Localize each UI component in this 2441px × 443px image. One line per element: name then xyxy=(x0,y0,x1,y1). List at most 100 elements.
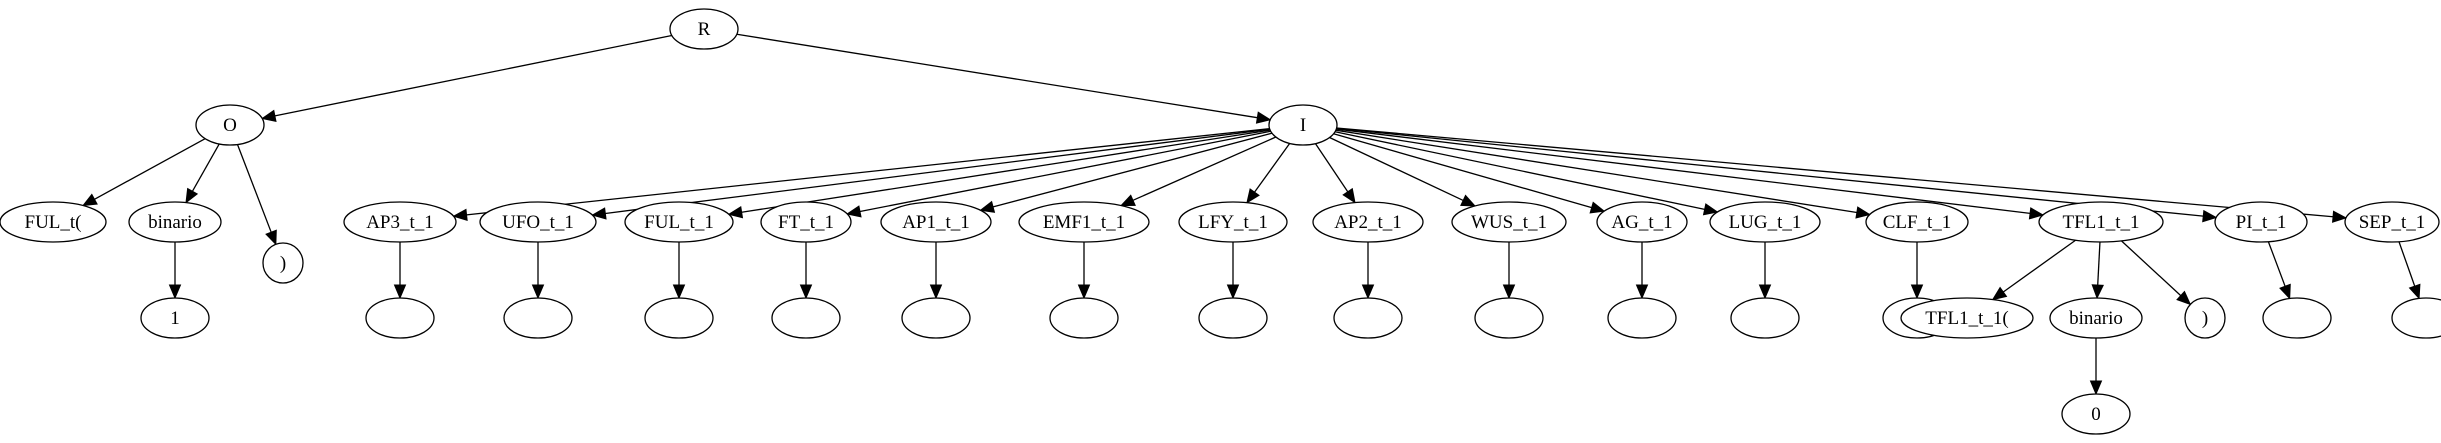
node-ellipse xyxy=(1018,201,1150,243)
tree-node-ft_c xyxy=(771,297,841,339)
edge-line xyxy=(191,143,220,192)
tree-node-O: O xyxy=(195,104,265,146)
edge-tfl1_bin-to-tfl1_zero xyxy=(2089,338,2103,396)
node-ellipse xyxy=(2391,297,2441,339)
arrowhead-icon xyxy=(1855,206,1871,219)
node-label: LFY_t_1 xyxy=(1198,212,1268,233)
node-label: SEP_t_1 xyxy=(2359,212,2426,233)
edge-tfl1-to-tfl1_bin xyxy=(2091,241,2104,300)
node-ellipse xyxy=(2262,297,2332,339)
edge-line xyxy=(992,132,1273,208)
node-label: 1 xyxy=(170,308,180,329)
edge-I-to-tfl1 xyxy=(1336,128,2045,220)
node-ellipse xyxy=(760,201,852,243)
edge-lug-to-lug_c xyxy=(1758,242,1772,300)
edge-line xyxy=(1335,129,1857,214)
edge-line xyxy=(2121,240,2182,297)
arrowhead-icon xyxy=(2028,207,2045,220)
arrowhead-icon xyxy=(260,109,277,122)
node-ellipse xyxy=(2049,297,2143,339)
edge-I-to-ap3 xyxy=(452,127,1270,222)
edge-line xyxy=(1132,136,1277,201)
arrowhead-icon xyxy=(799,284,813,300)
edge-line xyxy=(2097,241,2101,286)
arrowhead-icon xyxy=(2331,210,2348,223)
edge-I-to-ufo xyxy=(591,128,1270,220)
edge-line xyxy=(1336,128,2031,215)
node-ellipse xyxy=(1268,104,1338,146)
node-ellipse xyxy=(771,297,841,339)
tree-node-clf: CLF_t_1 xyxy=(1865,201,1969,243)
node-ellipse xyxy=(503,297,573,339)
tree-node-tfl1_open: TFL1_t_1( xyxy=(1900,297,2034,339)
arrowhead-icon xyxy=(1361,284,1375,300)
node-ellipse xyxy=(1900,297,2034,339)
tree-node-o_one: 1 xyxy=(140,297,210,339)
arrowhead-icon xyxy=(1342,187,1356,204)
node-ellipse xyxy=(1709,201,1821,243)
tree-node-tfl1_zero: 0 xyxy=(2061,393,2131,435)
node-ellipse xyxy=(479,201,597,243)
arrowhead-icon xyxy=(1255,111,1272,124)
tree-node-wus_c xyxy=(1474,297,1544,339)
node-label: TFL1_t_1( xyxy=(1925,308,2008,329)
arrowhead-icon xyxy=(1502,284,1516,300)
node-ellipse xyxy=(128,201,222,243)
edge-line xyxy=(1254,143,1291,193)
tree-node-tfl1_bin: binario xyxy=(2049,297,2143,339)
edge-clf-to-clf_c xyxy=(1910,242,1924,300)
tree-node-lfy_c xyxy=(1198,297,1268,339)
edge-ap2-to-ap2_c xyxy=(1361,242,1375,300)
edge-sep-to-sep_c xyxy=(2398,241,2421,300)
arrowhead-icon xyxy=(1702,203,1719,216)
node-ellipse xyxy=(1474,297,1544,339)
node-ellipse xyxy=(1312,201,1424,243)
edge-ufo-to-ufo_c xyxy=(531,242,545,300)
edge-line xyxy=(1314,143,1349,193)
node-label: AP2_t_1 xyxy=(1334,212,1402,233)
edge-I-to-clf xyxy=(1335,129,1871,219)
edge-wus-to-wus_c xyxy=(1502,242,1516,300)
node-ellipse xyxy=(901,297,971,339)
node-label: UFO_t_1 xyxy=(502,212,574,233)
arrowhead-icon xyxy=(1246,188,1260,204)
tree-node-emf1_c xyxy=(1049,297,1119,339)
arrowhead-icon xyxy=(1635,284,1649,300)
edge-I-to-ap1 xyxy=(979,132,1273,213)
edges-layer xyxy=(81,33,2421,396)
arrowhead-icon xyxy=(168,284,182,300)
arrowhead-icon xyxy=(1460,194,1477,207)
arrowhead-icon xyxy=(81,193,98,207)
node-ellipse xyxy=(1865,201,1969,243)
node-label: ) xyxy=(2202,308,2208,329)
node-label: FUL_t( xyxy=(25,212,82,233)
arrowhead-icon xyxy=(2091,284,2104,300)
tree-node-R: R xyxy=(669,8,739,50)
node-label: binario xyxy=(2069,308,2123,329)
edge-I-to-sep xyxy=(1336,127,2348,223)
edge-I-to-wus xyxy=(1329,136,1477,207)
node-label: FT_t_1 xyxy=(778,212,834,233)
node-ellipse xyxy=(365,297,435,339)
arrowhead-icon xyxy=(1077,284,1091,300)
arrowhead-icon xyxy=(531,284,545,300)
node-ellipse xyxy=(343,201,457,243)
arrowhead-icon xyxy=(1991,286,2008,301)
node-ellipse xyxy=(1333,297,1403,339)
edge-I-to-ag xyxy=(1333,133,1606,214)
node-label: TFL1_t_1 xyxy=(2062,212,2139,233)
edge-line xyxy=(2267,241,2286,287)
node-label: R xyxy=(698,19,711,40)
tree-node-sep: SEP_t_1 xyxy=(2344,201,2440,243)
node-label: AP1_t_1 xyxy=(902,212,970,233)
edge-tfl1-to-tfl1_open xyxy=(1991,239,2076,301)
arrowhead-icon xyxy=(2176,290,2192,306)
tree-node-ap3_c xyxy=(365,297,435,339)
tree-node-ufo_c xyxy=(503,297,573,339)
arrowhead-icon xyxy=(672,284,686,300)
node-ellipse xyxy=(624,201,734,243)
tree-node-tfl1: TFL1_t_1 xyxy=(2038,201,2164,243)
edge-line xyxy=(274,34,672,117)
node-ellipse xyxy=(1178,201,1288,243)
edge-O-to-o_bin xyxy=(185,143,220,204)
